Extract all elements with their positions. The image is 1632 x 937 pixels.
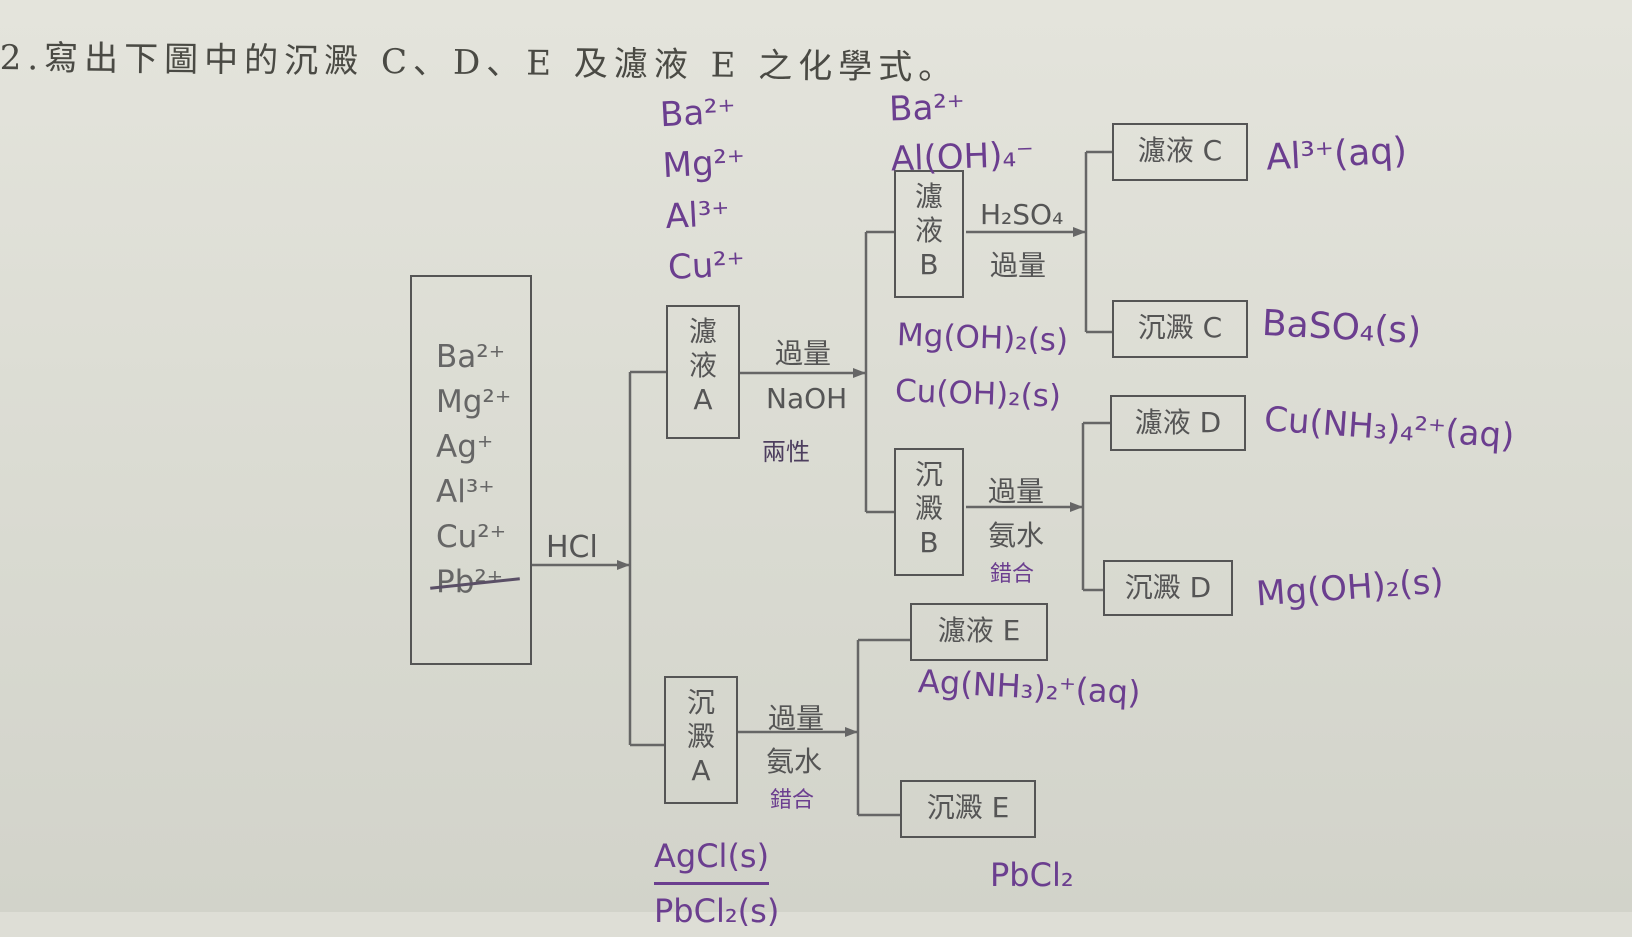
precipitate-d-label: 沉澱 D: [1124, 571, 1212, 604]
filtrate-c-box: 濾液 C: [1112, 123, 1248, 181]
filtrate-c-answer: Al³⁺(aq): [1265, 130, 1409, 179]
note-b-ba: Ba²⁺: [888, 86, 966, 130]
reagent-h2so4: H₂SO₄: [980, 198, 1064, 231]
precipitate-e-label: 沉澱 E: [926, 791, 1010, 824]
precipitate-c-answer: BaSO₄(s): [1261, 302, 1423, 353]
naoh-amphoteric-note: 兩性: [762, 438, 810, 466]
filtrate-d-label: 濾液 D: [1134, 406, 1222, 439]
precipitate-a-label: 沉澱A: [686, 686, 715, 787]
filtrate-b-label: 濾液B: [914, 180, 943, 281]
note-cu: Cu²⁺: [666, 244, 746, 289]
reagent-nh3-a-excess: 過量: [768, 702, 825, 735]
paper-sheet: [0, 0, 1632, 912]
filtrate-e-label: 濾液 E: [937, 614, 1021, 647]
precipitate-b-label: 沉澱B: [914, 458, 943, 559]
filtrate-a-label: 濾液A: [688, 315, 717, 416]
start-ion-box: [410, 275, 532, 665]
precipitate-e-answer: PbCl₂: [990, 856, 1074, 894]
nh3-b-complex-note: 錯合: [990, 562, 1035, 587]
reagent-nh3-b-excess: 過量: [988, 475, 1045, 508]
note-b-aloh4: Al(OH)₄⁻: [890, 134, 1035, 180]
precipitate-a-formulas-note: AgCl(s) PbCl₂(s): [654, 830, 779, 937]
precipitate-b-formulas-note: Mg(OH)₂(s) Cu(OH)₂(s): [894, 307, 1069, 425]
note-mg: Mg²⁺: [661, 141, 747, 187]
filtrate-b-ions-note: Ba²⁺ Al(OH)₄⁻: [888, 80, 1035, 185]
precipitate-a-box: 沉澱A: [664, 676, 738, 804]
reagent-nh3-a: 氨水: [766, 745, 823, 778]
precipitate-c-label: 沉澱 C: [1137, 311, 1223, 344]
filtrate-d-box: 濾液 D: [1110, 395, 1246, 451]
precipitate-c-box: 沉澱 C: [1112, 300, 1248, 358]
precipitate-e-box: 沉澱 E: [900, 780, 1036, 838]
filtrate-a-box: 濾液A: [666, 305, 740, 439]
ion-al: Al³⁺: [436, 474, 495, 510]
ion-mg: Mg²⁺: [436, 384, 512, 420]
note-agcl-text: AgCl(s): [654, 837, 770, 875]
reagent-hcl: HCl: [546, 530, 598, 565]
reagent-nh3-b: 氨水: [988, 519, 1045, 552]
ion-cu: Cu²⁺: [436, 519, 507, 555]
filtrate-c-label: 濾液 C: [1137, 134, 1223, 167]
note-ba: Ba²⁺: [658, 91, 737, 136]
reagent-h2so4-excess: 過量: [990, 249, 1047, 282]
precipitate-d-box: 沉澱 D: [1103, 560, 1233, 616]
filtrate-e-box: 濾液 E: [910, 603, 1048, 661]
filtrate-a-ions-note: Ba²⁺ Mg²⁺ Al³⁺ Cu²⁺: [659, 86, 752, 294]
precipitate-b-box: 沉澱B: [894, 448, 964, 576]
reagent-naoh-excess: 過量: [775, 337, 832, 370]
note-pbcl2: PbCl₂(s): [654, 892, 780, 930]
note-mgoh2: Mg(OH)₂(s): [896, 317, 1069, 359]
ion-ag: Ag⁺: [436, 429, 494, 465]
note-al: Al³⁺: [664, 193, 731, 238]
note-agcl: AgCl(s): [654, 830, 770, 885]
flow-connectors: [530, 150, 1112, 817]
filtrate-b-box: 濾液B: [894, 170, 964, 298]
ion-pb: Pb²⁺: [430, 560, 520, 605]
note-cuoh2: Cu(OH)₂(s): [894, 373, 1062, 415]
reagent-naoh: NaOH: [766, 382, 848, 415]
ion-ba: Ba²⁺: [436, 339, 506, 375]
nh3-a-complex-note: 錯合: [770, 788, 815, 813]
start-ion-list: Ba²⁺ Mg²⁺ Ag⁺ Al³⁺ Cu²⁺ Pb²⁺: [430, 335, 520, 605]
